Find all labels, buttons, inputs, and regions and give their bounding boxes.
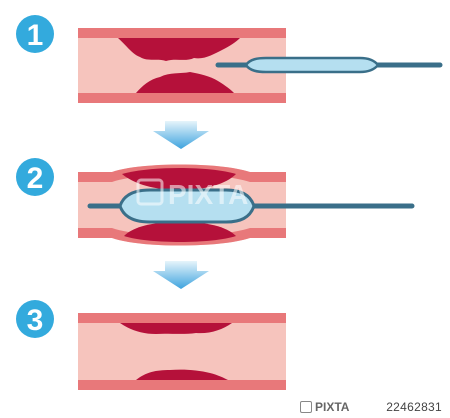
vessel-1-top-wall: [78, 28, 286, 38]
footer-image-id: 22462831: [386, 400, 442, 414]
catheter-2: [87, 188, 415, 224]
pixta-logo-icon: [300, 401, 312, 413]
footer-brand: PIXTA: [315, 400, 350, 414]
down-arrow-2: [153, 261, 209, 289]
vessel-1-top-plaque: [118, 38, 240, 61]
down-arrow-1: [153, 121, 209, 149]
deflated-balloon: [244, 56, 380, 74]
watermark-logo-icon: [136, 178, 164, 206]
vessel-3-bottom-wall: [78, 380, 286, 390]
vessel-3-bottom-plaque: [136, 369, 228, 380]
step-3-badge: [16, 300, 54, 338]
step-2-badge: [16, 158, 54, 196]
vessel-3-top-plaque: [120, 323, 232, 334]
vessel-3: [78, 313, 286, 390]
step-2: 2: [16, 158, 415, 246]
stock-footer: PIXTA 22462831: [0, 396, 450, 418]
watermark: PIXTA: [136, 178, 248, 210]
step-1-badge: [16, 15, 54, 53]
step-1: 1: [16, 15, 443, 103]
step-3-number: 3: [27, 304, 44, 337]
vessel-1-bottom-wall: [78, 93, 286, 103]
footer-logo: PIXTA: [300, 400, 349, 414]
catheter-1: [215, 56, 443, 74]
step-1-number: 1: [27, 19, 44, 52]
vessel-2-bottom-plaque: [124, 222, 236, 242]
watermark-text: PIXTA: [168, 179, 248, 210]
step-2-number: 2: [27, 162, 44, 195]
inflated-balloon: [118, 188, 256, 224]
vessel-3-top-wall: [78, 313, 286, 323]
vessel-1-bottom-plaque: [136, 72, 234, 93]
step-3: 3: [16, 300, 286, 390]
vessel-2-top-plaque: [122, 168, 236, 190]
